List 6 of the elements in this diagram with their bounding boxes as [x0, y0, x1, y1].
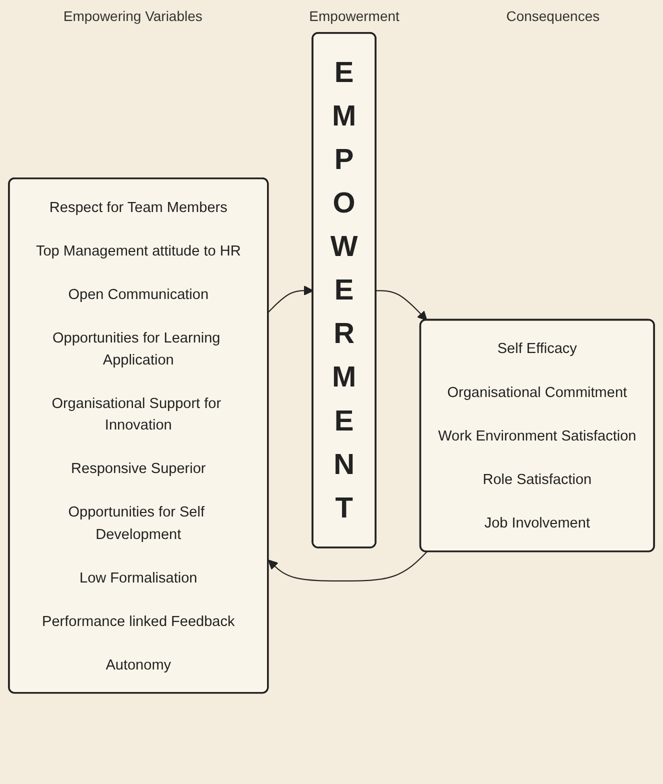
column-heading: Empowerment: [309, 8, 400, 24]
arrow: [376, 290, 428, 321]
arrow: [268, 552, 428, 582]
arrow: [268, 286, 314, 313]
column-heading: Consequences: [506, 8, 600, 24]
column-heading: Empowering Variables: [63, 8, 202, 24]
